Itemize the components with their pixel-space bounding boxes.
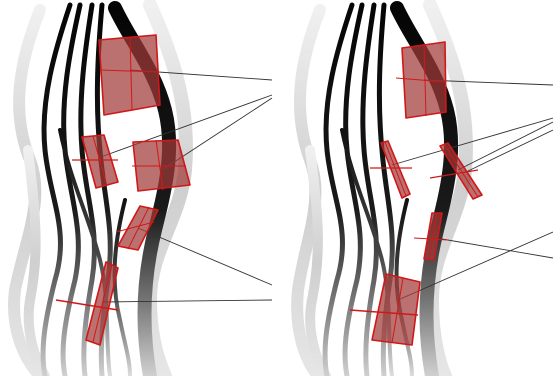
leader-line xyxy=(102,300,272,302)
left-fiber-bundle-panel xyxy=(14,5,272,376)
right-strand xyxy=(363,5,377,376)
right-fiber-bundle-panel xyxy=(297,5,553,376)
section-plane xyxy=(72,135,118,188)
leader-line xyxy=(466,130,553,172)
leader-line xyxy=(398,232,553,300)
section-plane xyxy=(396,42,446,118)
left-strand xyxy=(115,200,130,376)
section-plane xyxy=(99,35,160,115)
section-plane xyxy=(350,274,420,345)
leader-line xyxy=(436,238,553,258)
section-plane xyxy=(370,141,412,198)
